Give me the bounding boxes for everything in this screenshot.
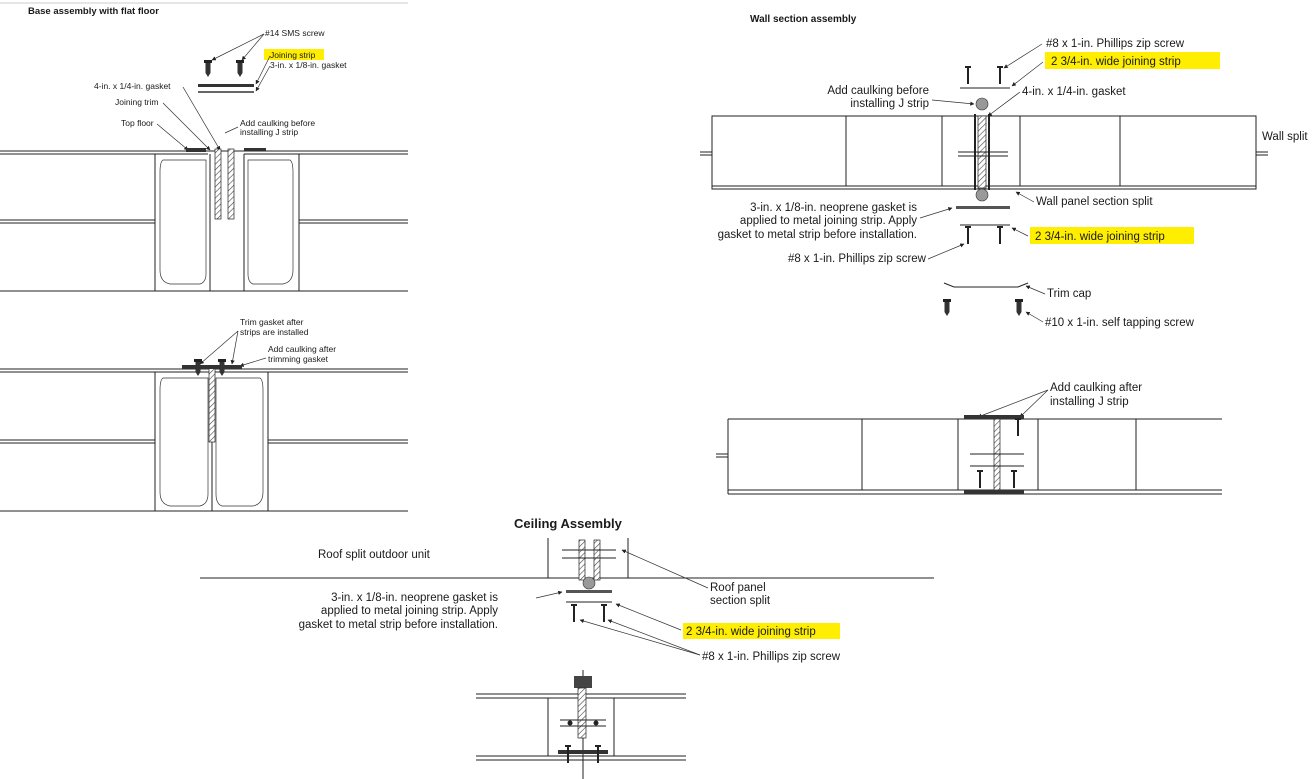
zip-screw-icon	[571, 604, 577, 622]
strip-label: 2 3/4-in. wide joining strip	[686, 626, 816, 638]
strip-bottom-label: 2 3/4-in. wide joining strip	[1035, 231, 1165, 243]
sms-screw-icon	[204, 60, 212, 77]
caulk-after-label-1: Add caulking after	[268, 344, 336, 354]
self-tapping-screw-icon	[943, 299, 951, 316]
caulk-before-label-2: installing J strip	[240, 127, 298, 137]
neoprene-label-1: 3-in. x 1/8-in. neoprene gasket is	[750, 202, 917, 214]
self-tapping-label: #10 x 1-in. self tapping screw	[1045, 317, 1195, 329]
roof-panel-label-2: section split	[710, 595, 771, 607]
zip-screw-bottom-label: #8 x 1-in. Phillips zip screw	[788, 253, 927, 265]
neoprene-label-2: applied to metal joining strip. Apply	[321, 605, 498, 617]
neoprene-label-2: applied to metal joining strip. Apply	[740, 215, 917, 227]
zip-screw-icon	[965, 226, 971, 244]
self-tapping-screw-icon	[1015, 299, 1023, 316]
caulk-before-label-1: Add caulking before	[240, 118, 315, 128]
neoprene-label-3: gasket to metal strip before installatio…	[718, 229, 917, 241]
base-title: Base assembly with flat floor	[28, 6, 159, 17]
gasket-1-4-label: 4-in. x 1/4-in. gasket	[94, 81, 171, 91]
caulk-after-label-1: Add caulking after	[1050, 382, 1142, 394]
joining-strip	[198, 84, 254, 87]
neoprene-label-1: 3-in. x 1/8-in. neoprene gasket is	[331, 592, 498, 604]
gasket-1-8-label: 3-in. x 1/8-in. gasket	[270, 60, 347, 70]
zip-screw-top-label: #8 x 1-in. Phillips zip screw	[1046, 38, 1185, 50]
caulk-after-label-2: installing J strip	[1050, 396, 1129, 408]
zip-screw-icon	[1011, 470, 1017, 488]
ceiling-assembly: Ceiling Assembly Roof split outdoor unit…	[200, 516, 934, 779]
roof-split-label: Roof split outdoor unit	[318, 549, 431, 561]
top-floor-label: Top floor	[121, 118, 154, 128]
caulk-after-label-2: trimming gasket	[268, 354, 329, 364]
roof-panel-label-1: Roof panel	[710, 582, 766, 594]
ceiling-title: Ceiling Assembly	[514, 516, 623, 531]
wall-split-label: Wall split	[1262, 131, 1308, 143]
section-split-label: Wall panel section split	[1036, 196, 1153, 208]
zip-screw-icon	[601, 604, 607, 622]
caulk-before-label-2: installing J strip	[850, 98, 929, 110]
base-assembly: Base assembly with flat floor #14 SMS sc…	[0, 2, 408, 512]
gasket-strip	[198, 91, 254, 93]
wall-title: Wall section assembly	[750, 14, 857, 25]
strip-top-label: 2 3/4-in. wide joining strip	[1051, 56, 1181, 68]
zip-screw-icon	[1015, 418, 1021, 436]
trim-gasket-label-1: Trim gasket after	[240, 317, 304, 327]
zip-screw-icon	[997, 66, 1003, 84]
sms-screw-label: #14 SMS screw	[265, 28, 325, 38]
zip-screw-label: #8 x 1-in. Phillips zip screw	[702, 651, 841, 663]
trim-cap-label: Trim cap	[1047, 288, 1091, 300]
zip-screw-icon	[965, 66, 971, 84]
wall-assembly: Wall section assembly #8 x 1-in. Phillip…	[700, 14, 1308, 495]
trim-gasket-label-2: strips are installed	[240, 327, 309, 337]
zip-screw-icon	[997, 226, 1003, 244]
sms-screw-icon	[236, 60, 244, 77]
zip-screw-icon	[977, 470, 983, 488]
gasket-1-4-label: 4-in. x 1/4-in. gasket	[1022, 86, 1126, 98]
neoprene-label-3: gasket to metal strip before installatio…	[299, 619, 498, 631]
joining-trim-label: Joining trim	[115, 97, 158, 107]
joining-strip-highlight	[264, 49, 324, 60]
caulk-before-label-1: Add caulking before	[827, 85, 929, 97]
joining-strip-label: Joining strip	[270, 50, 316, 60]
